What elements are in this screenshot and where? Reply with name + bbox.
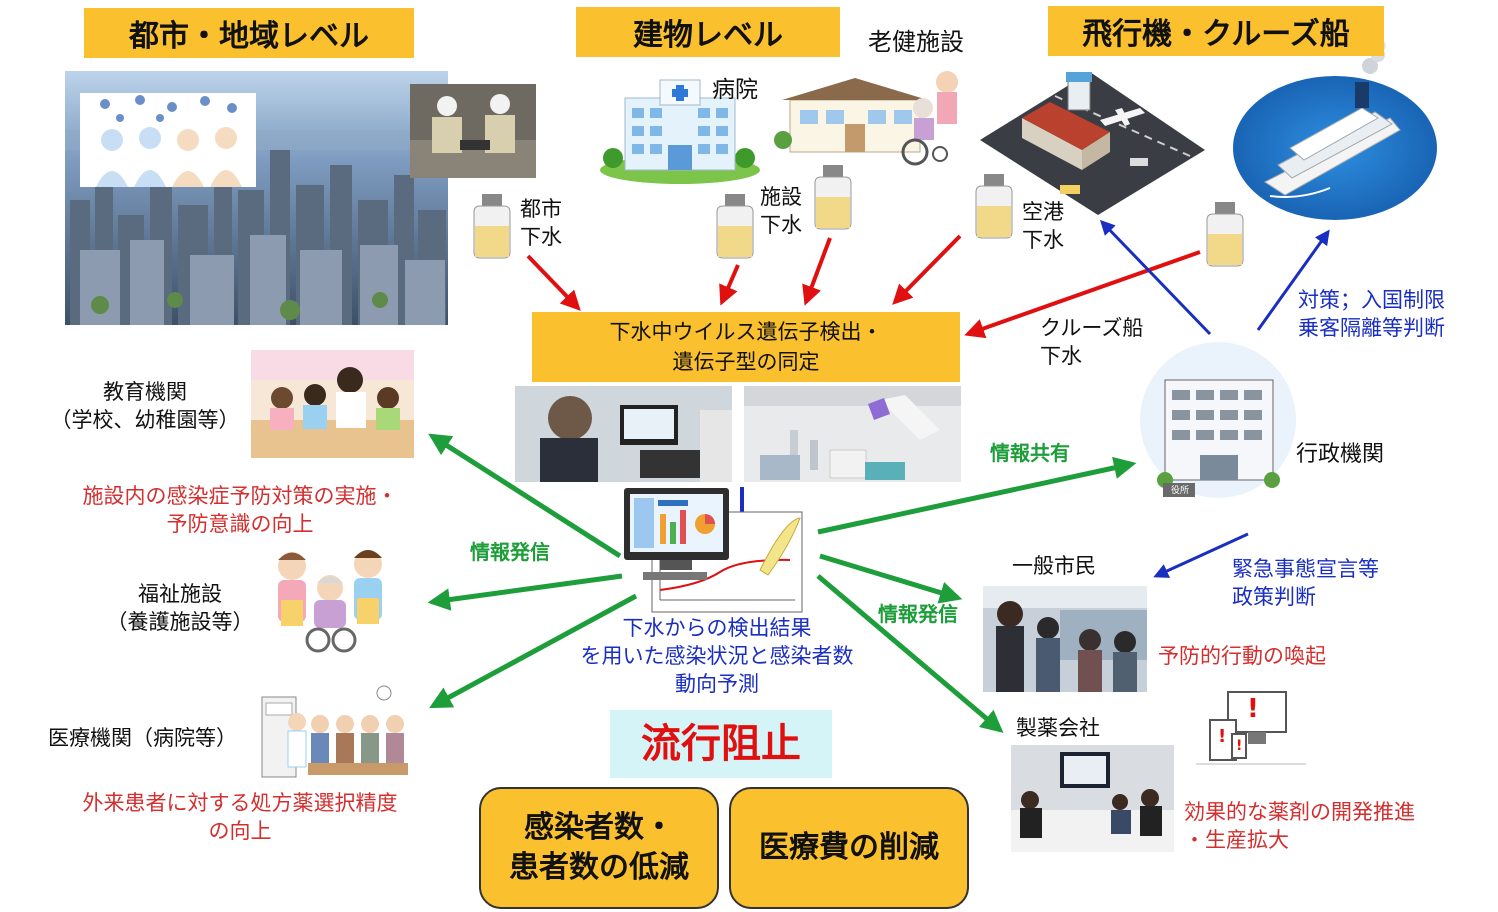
info-share-label: 情報共有 (990, 441, 1070, 465)
header-city-level: 都市・地域レベル (84, 8, 414, 58)
masked-people-icon (96, 127, 166, 187)
exclamation-icon: ! (1247, 694, 1259, 724)
sample-label-facility: 施設下水 (760, 185, 802, 237)
exclamation-icon-tiny: ! (1236, 738, 1243, 754)
sample-bottle-icon (1206, 202, 1244, 267)
lab-photo-bench (744, 386, 961, 482)
emergency-text: 緊急事態宣言等政策判断 (1232, 557, 1379, 609)
device-warning-illustration (1196, 691, 1306, 765)
header-plane-cruise: 飛行機・クルーズ船 (1048, 6, 1384, 56)
detection-line-1: 下水中ウイルス遺伝子検出・ (609, 320, 883, 344)
analysis-computer-icon (624, 488, 803, 613)
sample-bottle-icon (473, 194, 511, 259)
stop-epidemic-banner: 流行阻止 (610, 710, 832, 778)
government-label: 行政機関 (1296, 442, 1385, 467)
sample-bottle-icon (716, 194, 754, 259)
airport-illustration (980, 72, 1205, 215)
medical-label: 医療機関（病院等） (48, 726, 237, 750)
exclamation-icon-small: ! (1218, 726, 1227, 747)
city-photo (65, 71, 448, 325)
pharma-meeting-photo (1011, 745, 1174, 852)
header-building-text: 建物レベル (633, 18, 783, 53)
header-city-text: 都市・地域レベル (129, 19, 369, 54)
welfare-illustration (278, 550, 382, 653)
government-sign: 役所 (1170, 486, 1189, 496)
education-effect: 施設内の感染症予防対策の実施・予防意識の向上 (82, 484, 398, 536)
lab-photo-pcr (515, 386, 732, 482)
outcome-reduce-patients: 感染者数・患者数の低減 (479, 787, 719, 909)
policy-arrows (732, 219, 1330, 578)
sample-label-airport: 空港下水 (1022, 200, 1064, 252)
hospital-illustration (600, 79, 760, 184)
welfare-label: 福祉施設（養護施設等） (106, 582, 254, 634)
info-send-right-label: 情報発信 (878, 602, 958, 626)
nursing-home-illustration (774, 71, 958, 166)
sample-bottle-icon (814, 165, 852, 230)
citizens-photo (983, 586, 1147, 692)
sample-bottle-icon (975, 174, 1013, 239)
sample-label-city: 都市下水 (520, 197, 562, 249)
pharma-label: 製薬会社 (1016, 716, 1100, 740)
citizens-label: 一般市民 (1012, 554, 1096, 578)
nursing-home-label: 老健施設 (868, 28, 964, 56)
medical-effect: 外来患者に対する処方薬選択精度の向上 (82, 791, 398, 843)
education-photo (251, 350, 414, 458)
outcome-reduce-cost: 医療費の削減 (729, 787, 969, 909)
sewer-workers-photo (410, 84, 536, 178)
government-building-illustration (1140, 342, 1296, 498)
detection-line-2: 遺伝子型の同定 (672, 350, 820, 374)
detection-box: 下水中ウイルス遺伝子検出・ 遺伝子型の同定 (532, 312, 960, 382)
citizens-effect: 予防的行動の喚起 (1158, 644, 1326, 668)
sample-label-cruise: クルーズ船下水 (1040, 316, 1144, 368)
info-flow-arrows (427, 433, 1137, 733)
header-building-level: 建物レベル (576, 7, 840, 57)
prediction-text: 下水からの検出結果を用いた感染状況と感染者数動向予測 (580, 616, 854, 696)
info-send-left-label: 情報発信 (470, 540, 550, 564)
sample-flow-arrows (526, 234, 1201, 339)
education-label: 教育機関（学校、幼稚園等） (50, 380, 240, 432)
pharma-effect: 効果的な薬剤の開発推進・生産拡大 (1184, 800, 1415, 852)
cruise-ship-illustration (1233, 40, 1437, 220)
measures-text: 対策；入国制限乗客隔離等判断 (1298, 288, 1445, 340)
hospital-label: 病院 (712, 77, 758, 103)
medical-illustration (261, 685, 408, 778)
header-plane-text: 飛行機・クルーズ船 (1082, 17, 1350, 52)
